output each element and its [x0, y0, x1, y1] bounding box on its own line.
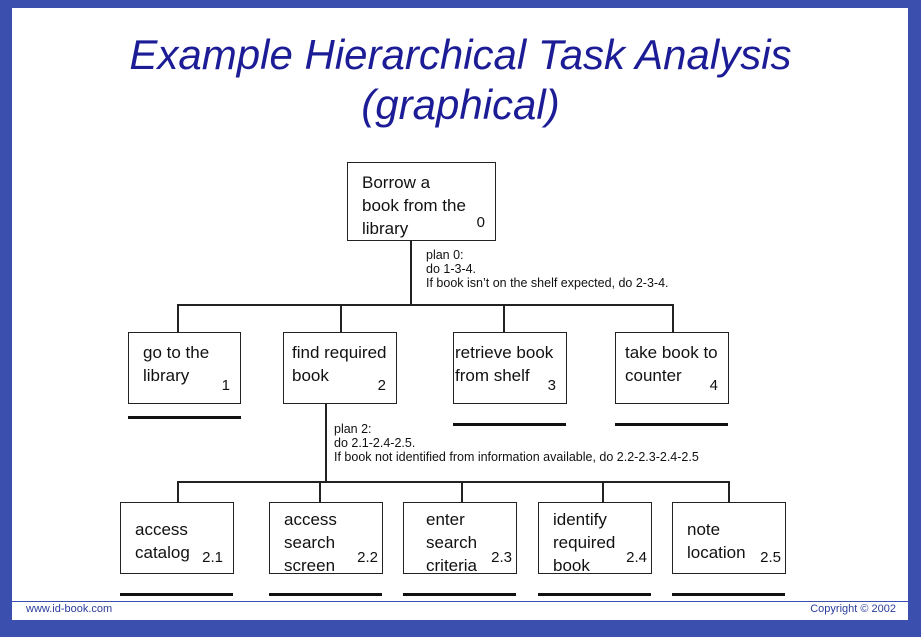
task-box-2-4: identify required book 2.4: [538, 502, 652, 575]
connector: [410, 240, 412, 305]
connector: [602, 481, 604, 502]
connector: [319, 481, 321, 502]
task-number: 1: [221, 377, 230, 394]
task-label: find required book: [292, 343, 387, 385]
task-box-2-2: access search screen 2.2: [269, 502, 383, 575]
leaf-underline: [128, 416, 241, 419]
connector: [177, 481, 179, 502]
task-label: take book to counter: [625, 343, 718, 385]
title-line-1: Example Hierarchical Task Analysis: [129, 31, 792, 78]
leaf-underline: [403, 593, 516, 596]
task-box-3: retrieve book from shelf 3: [453, 332, 567, 404]
footer-divider: [12, 601, 908, 602]
task-label: go to the library: [143, 343, 210, 385]
task-number: 2.3: [491, 549, 512, 566]
slide-title: Example Hierarchical Task Analysis (grap…: [0, 30, 921, 130]
task-label: identify required book: [553, 510, 616, 575]
task-number: 2.2: [357, 549, 378, 566]
task-number: 2: [377, 377, 386, 394]
task-box-4: take book to counter 4: [615, 332, 729, 404]
task-number: 2.1: [202, 549, 223, 566]
leaf-underline: [269, 593, 382, 596]
connector: [177, 481, 729, 483]
footer-website: www.id-book.com: [26, 603, 113, 615]
task-box-2-3: enter search criteria 2.3: [403, 502, 517, 575]
task-label: Borrow a book from the library: [362, 173, 466, 238]
connector: [177, 304, 179, 332]
plan-0: plan 0: do 1-3-4. If book isn’t on the s…: [426, 248, 669, 290]
task-box-2: find required book 2: [283, 332, 397, 404]
connector: [325, 403, 327, 482]
task-box-2-5: note location 2.5: [672, 502, 786, 574]
task-box-2-1: access catalog 2.1: [120, 502, 234, 574]
plan-2: plan 2: do 2.1-2.4-2.5. If book not iden…: [334, 422, 699, 464]
task-label: access search screen: [284, 510, 337, 575]
task-label: note location: [687, 520, 746, 562]
task-box-0: Borrow a book from the library 0: [347, 162, 496, 241]
connector: [672, 304, 674, 332]
title-line-2: (graphical): [361, 81, 560, 128]
task-number: 2.5: [760, 549, 781, 566]
task-number: 3: [547, 377, 556, 394]
connector: [461, 481, 463, 502]
connector: [503, 304, 505, 332]
task-label: retrieve book from shelf: [455, 343, 554, 385]
connector: [728, 481, 730, 502]
task-label: enter search criteria: [426, 510, 478, 575]
task-number: 2.4: [626, 549, 647, 566]
leaf-underline: [120, 593, 233, 596]
leaf-underline: [615, 423, 728, 426]
task-number: 4: [709, 377, 718, 394]
task-label: access catalog: [135, 520, 190, 562]
connector: [177, 304, 673, 306]
connector: [340, 304, 342, 332]
footer-copyright: Copyright © 2002: [810, 603, 896, 615]
leaf-underline: [538, 593, 651, 596]
leaf-underline: [453, 423, 566, 426]
task-number: 0: [476, 214, 485, 231]
task-box-1: go to the library 1: [128, 332, 241, 404]
leaf-underline: [672, 593, 785, 596]
